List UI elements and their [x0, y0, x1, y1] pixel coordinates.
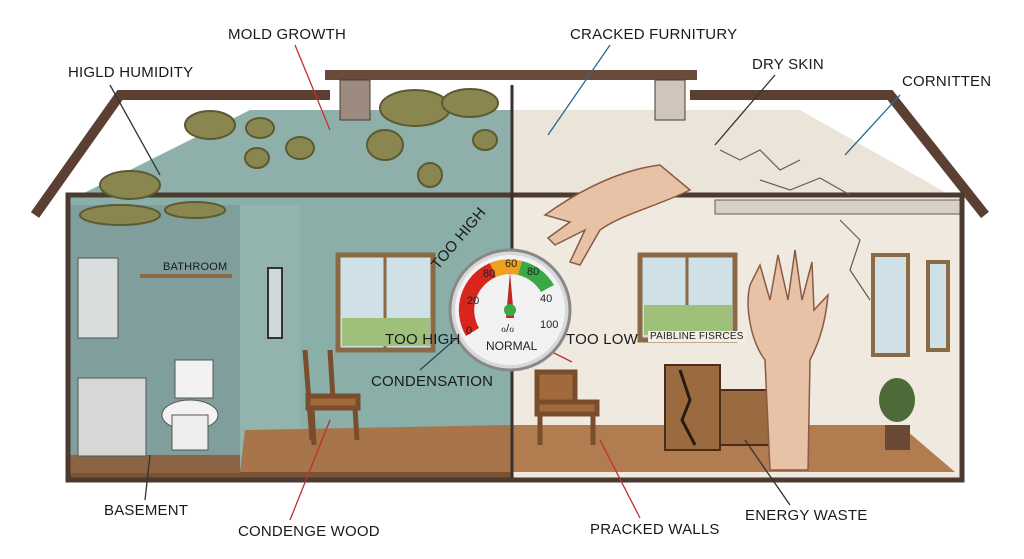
label-too-low: TOO LOW [566, 331, 638, 348]
raised-arm [747, 249, 829, 471]
chair-right [534, 369, 600, 445]
reaching-hand [543, 164, 692, 266]
houseplant [879, 378, 915, 450]
label-basement: BASEMENT [104, 502, 189, 519]
bathroom-cabinet [77, 257, 119, 339]
window-left [335, 252, 436, 353]
chimney-right [654, 79, 686, 121]
label-mold-growth: MOLD GROWTH [228, 26, 347, 43]
label-high-humidity: HIGLD HUMIDITY [68, 64, 194, 81]
window-small [871, 253, 910, 357]
gauge-tick: 20 [467, 295, 479, 307]
gauge-tick: 60 [505, 258, 517, 270]
chimney-left [339, 79, 371, 121]
label-too-high: TOO HIGH [385, 331, 461, 348]
window-right [637, 252, 738, 343]
chimney-top [325, 70, 697, 80]
gauge-tick: 80 [527, 266, 539, 278]
gauge-tick: 40 [540, 293, 552, 305]
hygrometer-gauge: 0 20 80 60 80 40 100 ℴ/ℴ NORMAL [448, 248, 572, 372]
roof-left [30, 90, 330, 218]
gauge-symbol: ℴ/ℴ [501, 323, 514, 335]
sink-vanity [77, 377, 147, 457]
toilet-tank [174, 359, 214, 399]
label-dry-skin: DRY SKIN [752, 56, 824, 73]
chair-left [302, 349, 361, 446]
label-cracked-furniture: CRACKED FURNITURY [570, 26, 738, 43]
window-small-2 [926, 260, 950, 352]
picture-frame [267, 267, 283, 339]
label-condenge-wood: CONDENGE WOOD [238, 523, 380, 540]
roof-right [690, 90, 989, 219]
mold-clusters [79, 88, 499, 226]
house-outline [65, 192, 965, 483]
gauge-tick: 80 [483, 268, 495, 280]
label-bathroom: BATHROOM [163, 261, 228, 273]
dry-side-shelf [714, 199, 961, 215]
gauge-hub [504, 304, 516, 316]
label-condensation: CONDENSATION [371, 373, 494, 390]
gauge-normal-label: NORMAL [486, 339, 538, 353]
wall-cracks [719, 149, 871, 301]
callout-lines [109, 44, 901, 521]
gauge-tick: 0 [466, 325, 472, 337]
floor-wood-left [240, 425, 512, 472]
label-pracked-walls: PRACKED WALLS [590, 521, 720, 538]
bathroom-floor [70, 455, 240, 473]
label-energy-waste: ENERGY WASTE [745, 507, 868, 524]
gauge-tick: 100 [540, 319, 558, 331]
floor-wood-right [512, 425, 955, 472]
label-corniten: CORNITTEN [902, 73, 992, 90]
label-window-sign: PAIBLINE FISRCES [648, 331, 746, 342]
